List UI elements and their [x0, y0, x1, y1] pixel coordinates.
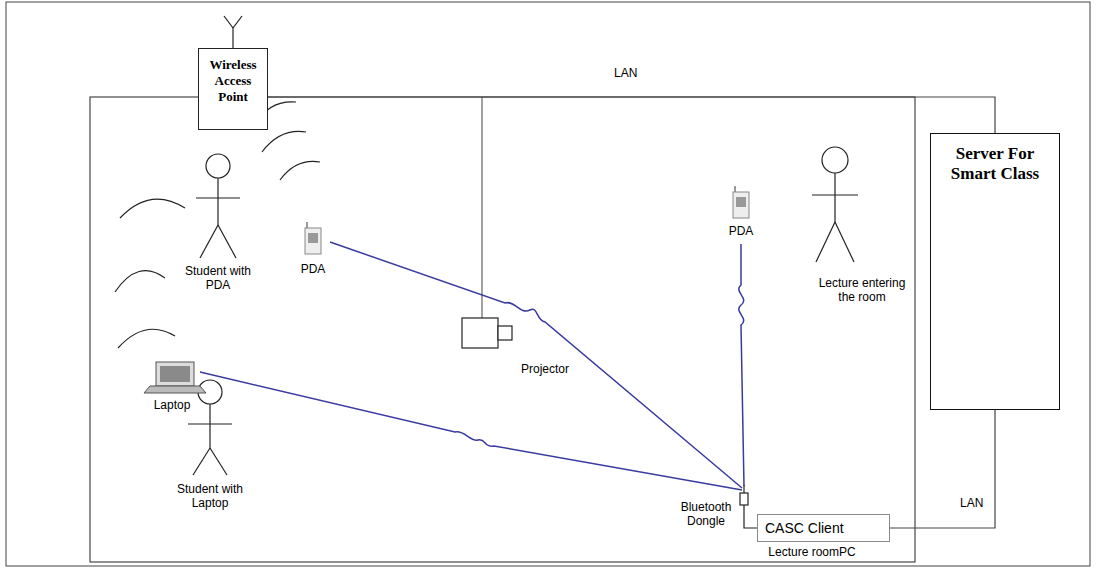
figure-label: Bluetooth Dongle [675, 500, 737, 528]
antenna-arm [224, 16, 233, 28]
node-text: Wireless Access Point [203, 57, 263, 105]
bluetooth-links [200, 242, 744, 490]
projector-symbol [462, 318, 512, 348]
figure-label: Lecture entering the room [812, 276, 912, 304]
node-text: CASC Client [765, 520, 882, 537]
laptop-icon [144, 362, 206, 393]
node-text: Server For Smart Class [937, 144, 1053, 184]
wireless-waves [115, 102, 320, 348]
figure-leg [218, 225, 236, 258]
pda-screen [736, 197, 746, 207]
figure-leg [816, 222, 835, 262]
lan-connector [268, 97, 995, 133]
projector-wire [482, 97, 483, 318]
outer-frame [6, 2, 1090, 566]
figure-leg [210, 448, 227, 475]
stick-figure [196, 154, 240, 258]
figure-label: Student with Laptop [168, 482, 252, 510]
lecture-room [90, 97, 915, 562]
lan-connector [890, 410, 995, 528]
antenna-mast [232, 28, 233, 48]
figure-body [217, 178, 218, 225]
stick-figure [188, 380, 232, 475]
wave-arc [280, 161, 320, 180]
figure-arms [196, 197, 240, 198]
figure-head [822, 147, 848, 173]
pda-icon [733, 186, 749, 218]
projector-lens [498, 326, 512, 340]
wave-arc [262, 131, 306, 152]
bluetooth-link [739, 244, 744, 486]
dongle-antenna [743, 485, 744, 493]
pda-icon [305, 222, 321, 254]
wave-arc [120, 199, 185, 218]
connector-label: LAN [958, 496, 985, 510]
figure-label: Student with PDA [176, 264, 260, 292]
figure-arms [812, 194, 858, 195]
figure-arms [188, 423, 232, 424]
figure-leg [835, 222, 854, 262]
bluetooth-link [200, 372, 742, 490]
projector-body [462, 318, 498, 348]
antenna-symbol [224, 16, 242, 48]
connector-label: LAN [612, 66, 639, 80]
laptop-screen [156, 362, 194, 386]
figure-label: PDA [721, 224, 761, 238]
stick-figure [812, 147, 858, 262]
figure-label: Projector [510, 362, 580, 376]
laptop-base [144, 386, 206, 393]
antenna-arm [233, 16, 242, 28]
pda-body [733, 192, 749, 218]
dongle-cable [744, 505, 757, 528]
figure-leg [200, 225, 218, 258]
figure-head [206, 154, 230, 178]
dongle-body [740, 493, 748, 505]
figure-label: Laptop [144, 398, 200, 412]
figure-body [834, 173, 835, 222]
bluetooth-link [330, 242, 742, 488]
figure-label: Lecture roomPC [762, 545, 862, 559]
figure-label: PDA [293, 262, 333, 276]
pda-screen [308, 233, 318, 243]
client-box: CASC Client [757, 514, 890, 542]
server-box: Server For Smart Class [930, 133, 1060, 410]
pda-antenna [306, 222, 308, 228]
pda-antenna [734, 186, 736, 192]
access-point-box: Wireless Access Point [198, 48, 268, 130]
figure-body [209, 404, 210, 448]
bluetooth-dongle [740, 485, 757, 528]
wave-arc [118, 329, 175, 348]
pda-body [305, 228, 321, 254]
laptop-display [160, 366, 190, 382]
wave-arc [115, 271, 165, 292]
figure-leg [193, 448, 210, 475]
